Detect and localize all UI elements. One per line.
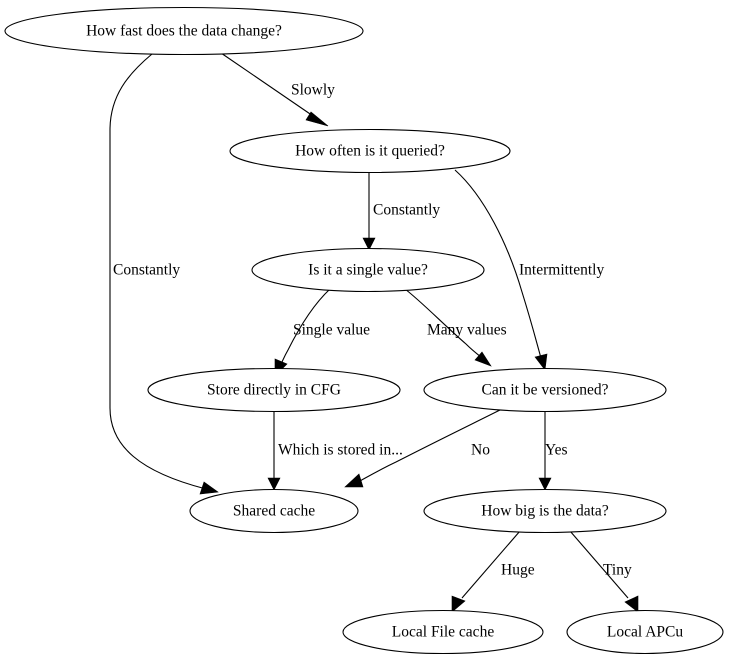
edge-label-constantly-left: Constantly xyxy=(113,262,180,279)
edge-path xyxy=(220,52,317,119)
arrowhead-icon xyxy=(538,477,552,491)
edge-how-often-to-can-versioned: Intermittently xyxy=(454,169,604,371)
node-label: Local APCu xyxy=(607,624,683,641)
node-is-it-a-single-value[interactable]: Is it a single value? xyxy=(251,247,485,293)
edge-label-tiny: Tiny xyxy=(603,562,632,579)
edge-can-versioned-to-shared-cache: No xyxy=(344,408,503,488)
arrowhead-icon xyxy=(267,477,281,491)
node-can-it-be-versioned[interactable]: Can it be versioned? xyxy=(423,367,667,413)
node-label: Can it be versioned? xyxy=(482,382,609,399)
node-label: How big is the data? xyxy=(481,503,609,520)
edge-label-many-values: Many values xyxy=(427,322,507,339)
edge-label-yes: Yes xyxy=(545,442,568,459)
edge-path xyxy=(404,288,482,358)
node-local-file-cache[interactable]: Local File cache xyxy=(342,609,544,655)
node-label: Store directly in CFG xyxy=(207,382,341,399)
edge-path xyxy=(280,288,331,365)
edge-label-huge: Huge xyxy=(501,562,535,579)
node-shape[interactable] xyxy=(251,247,485,293)
node-how-big-is-the-data[interactable]: How big is the data? xyxy=(423,488,667,534)
edge-how-often-to-single-value: Constantly xyxy=(362,173,440,251)
edge-path xyxy=(461,530,521,599)
edge-label-slowly: Slowly xyxy=(291,82,335,99)
edge-how-fast-to-shared-cache: Constantly xyxy=(109,53,219,495)
edge-single-value-to-can-versioned: Many values xyxy=(404,288,507,367)
edge-path xyxy=(454,169,542,359)
edge-path xyxy=(109,53,207,490)
node-shape[interactable] xyxy=(423,488,667,534)
edge-label-single-value: Single value xyxy=(293,322,370,339)
node-label: Local File cache xyxy=(392,624,495,641)
arrowhead-icon xyxy=(451,595,466,613)
node-shape[interactable] xyxy=(566,609,724,655)
edge-path xyxy=(569,530,629,599)
node-shape[interactable] xyxy=(229,128,511,174)
node-store-directly-in-cfg[interactable]: Store directly in CFG xyxy=(147,367,401,413)
node-label: How often is it queried? xyxy=(295,143,445,160)
node-label: How fast does the data change? xyxy=(86,23,282,40)
node-shape[interactable] xyxy=(423,367,667,413)
node-local-apcu[interactable]: Local APCu xyxy=(566,609,724,655)
arrowhead-icon xyxy=(199,481,219,495)
arrowhead-icon xyxy=(474,351,492,367)
edge-store-cfg-to-shared-cache: Which is stored in... xyxy=(267,412,403,491)
edge-label-constantly-middle: Constantly xyxy=(373,202,440,219)
edge-label-which-is-stored-in: Which is stored in... xyxy=(278,442,403,459)
node-label: Shared cache xyxy=(233,503,315,520)
node-label: Is it a single value? xyxy=(308,262,428,279)
arrowhead-icon xyxy=(305,111,329,127)
edge-single-value-to-store-cfg: Single value xyxy=(274,288,370,377)
edge-how-fast-to-how-often: Slowly xyxy=(220,52,335,127)
arrowhead-icon xyxy=(344,473,364,488)
edge-label-no: No xyxy=(471,442,490,459)
arrowhead-icon xyxy=(362,237,376,251)
node-how-often-is-it-queried[interactable]: How often is it queried? xyxy=(229,128,511,174)
edge-how-big-to-local-file-cache: Huge xyxy=(451,530,535,613)
edge-label-intermittently: Intermittently xyxy=(519,262,604,279)
edge-can-versioned-to-how-big: Yes xyxy=(538,412,568,491)
node-how-fast-does-the-data-change[interactable]: How fast does the data change? xyxy=(4,6,364,56)
node-shape[interactable] xyxy=(342,609,544,655)
edge-how-big-to-local-apcu: Tiny xyxy=(569,530,639,613)
node-shared-cache[interactable]: Shared cache xyxy=(189,488,359,534)
node-shape[interactable] xyxy=(147,367,401,413)
arrowhead-icon xyxy=(534,353,548,371)
node-shape[interactable] xyxy=(189,488,359,534)
arrowhead-icon xyxy=(624,595,639,613)
node-shape[interactable] xyxy=(4,6,364,56)
edge-path xyxy=(359,408,503,482)
